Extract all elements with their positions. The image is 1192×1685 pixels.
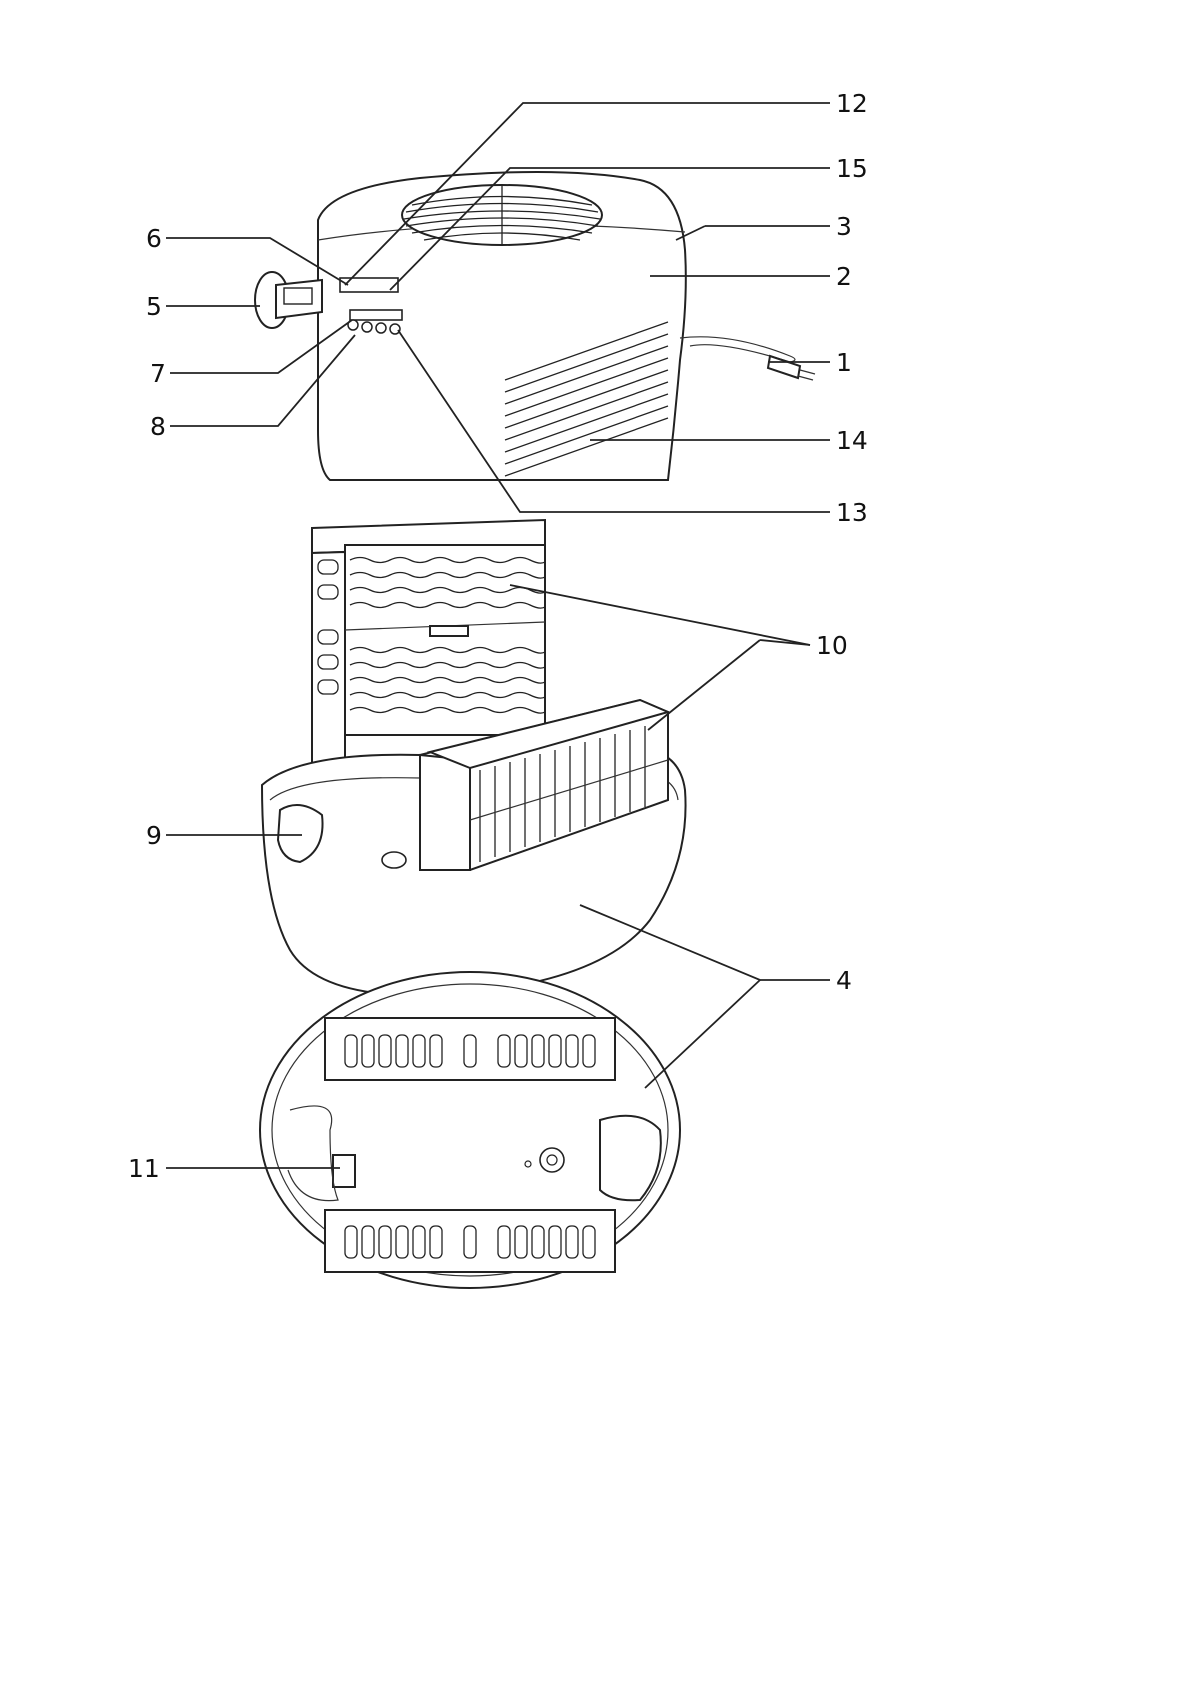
callout-3: 3 [836,212,852,241]
callout-8: 8 [150,412,166,441]
callout-12: 12 [836,89,868,118]
callout-2: 2 [836,262,852,291]
top-housing [255,172,815,480]
upper-filter-slots [345,1035,595,1067]
callout-9: 9 [146,821,162,850]
float-switch [333,1155,355,1187]
callout-4: 4 [836,966,852,995]
callout-10: 10 [816,631,848,660]
water-tank [262,520,686,995]
callout-15: 15 [836,154,868,183]
power-cord [680,337,815,380]
callout-6: 6 [146,224,162,253]
callout-13: 13 [836,498,868,527]
callout-11: 11 [128,1154,160,1183]
callout-14: 14 [836,426,868,455]
callout-1: 1 [836,348,852,377]
lower-filter-slots [345,1226,595,1258]
callout-5: 5 [146,292,162,321]
side-cap [255,272,322,328]
tank-center-post [382,852,406,868]
tank-top-view [260,972,680,1288]
callout-7: 7 [150,359,166,388]
